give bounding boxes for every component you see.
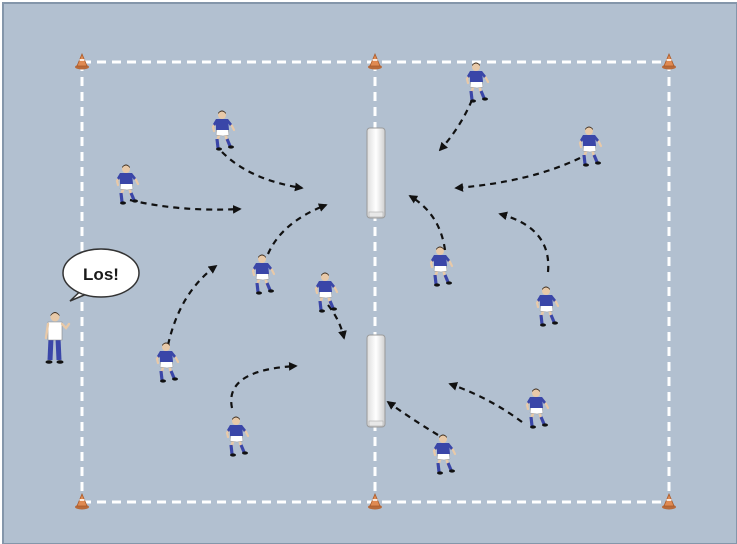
player-icon [314, 272, 339, 313]
player-icon [535, 286, 560, 327]
player-icon [465, 62, 490, 103]
arrow-icon [166, 264, 218, 346]
goal-post-icon [366, 127, 386, 219]
cone-icon [75, 52, 89, 70]
arrow-icon [454, 157, 581, 192]
player-icon [251, 254, 276, 295]
cone-icon [368, 492, 382, 510]
arrow-icon [230, 361, 298, 409]
arrow-icon [327, 304, 347, 340]
cone-icon [662, 492, 676, 510]
speech-text: Los! [83, 265, 119, 284]
cone-icon [368, 52, 382, 70]
speech-bubble-icon: Los! [62, 248, 140, 302]
arrow-icon [386, 400, 439, 436]
arrow-icon [221, 151, 304, 192]
coach-icon [44, 312, 71, 364]
player-icon [211, 110, 236, 151]
arrow-icon [266, 203, 328, 255]
arrow-icon [498, 211, 550, 273]
cone-icon [662, 52, 676, 70]
player-icon [429, 246, 454, 287]
player-icon [578, 126, 603, 167]
goal-post-icon [366, 334, 386, 428]
player-icon [525, 388, 550, 429]
player-icon [155, 342, 180, 383]
arrow-icon [408, 195, 447, 251]
cone-icon [75, 492, 89, 510]
arrow-icon [438, 99, 474, 152]
arrow-icon [129, 198, 242, 214]
player-icon [225, 416, 250, 457]
player-icon [115, 164, 140, 205]
player-icon [432, 434, 457, 475]
